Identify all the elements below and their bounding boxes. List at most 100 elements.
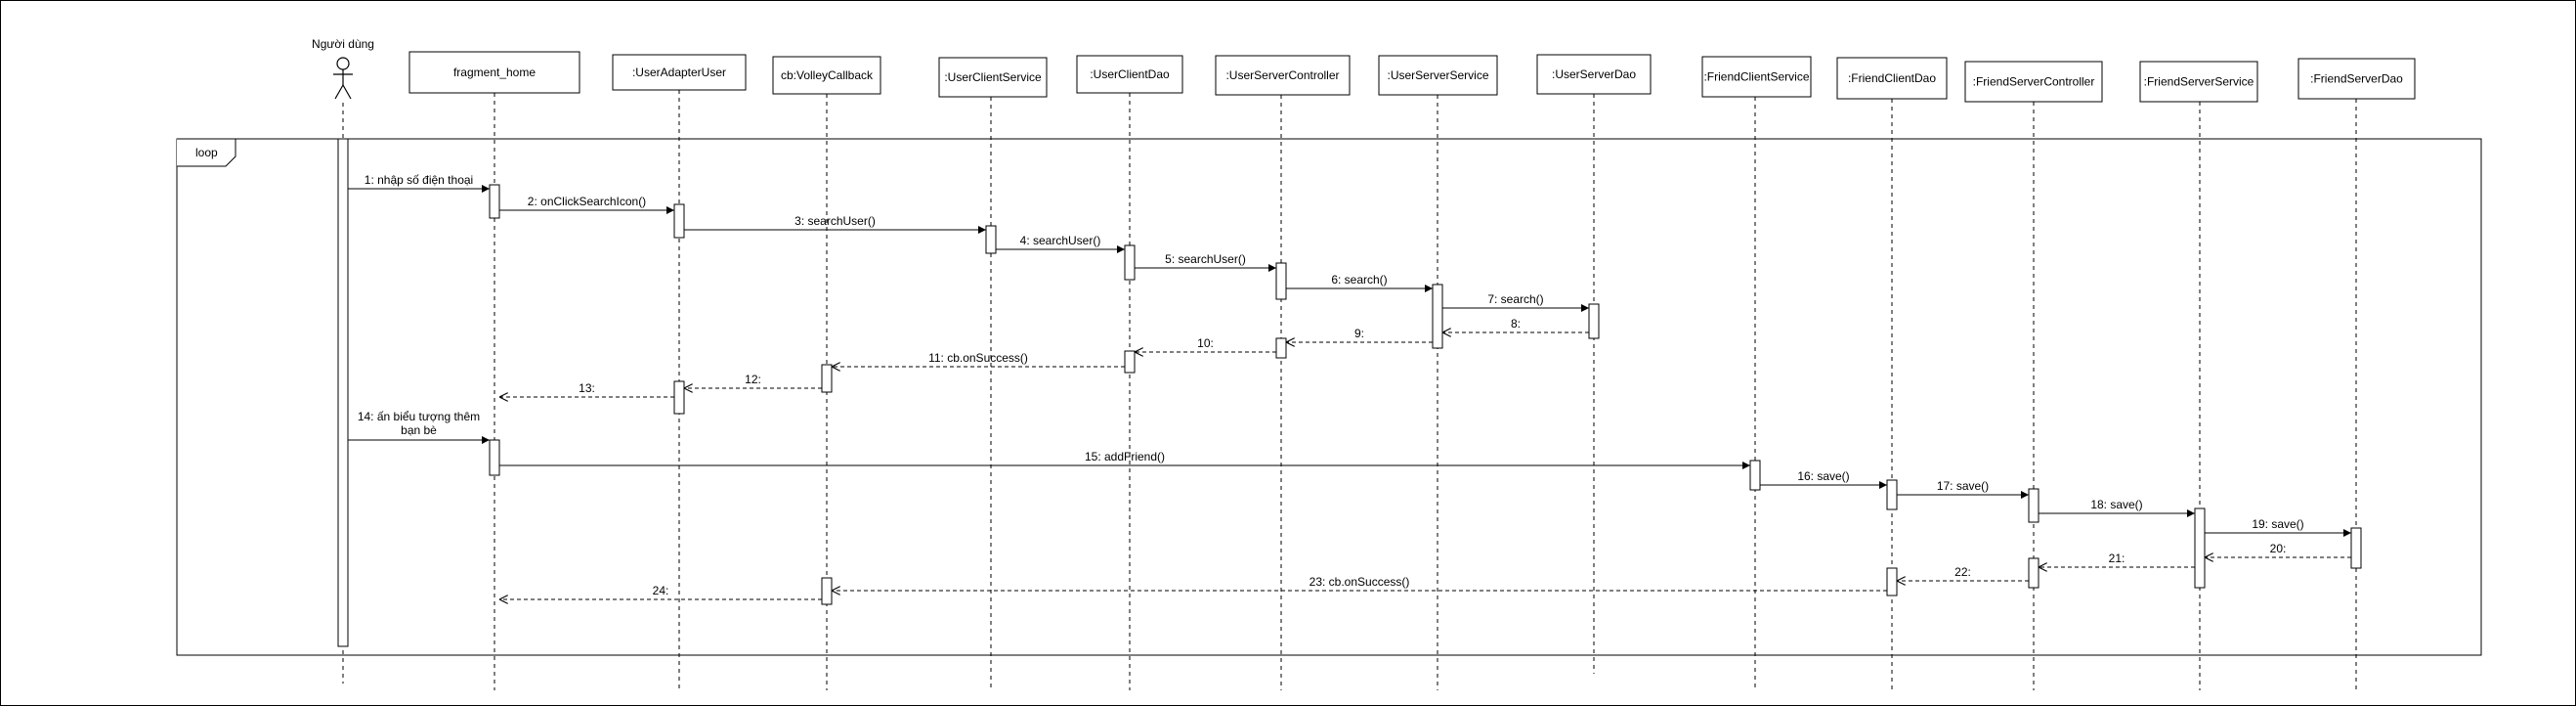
- message-8: 8:: [1442, 317, 1589, 332]
- participant-box: [772, 56, 881, 95]
- message-label: 21:: [2109, 552, 2125, 565]
- message-label: 11: cb.onSuccess(): [928, 351, 1028, 365]
- loop-fragment: loop: [176, 138, 2482, 656]
- message-label: 13:: [579, 381, 595, 395]
- message-label: 23: cb.onSuccess(): [1309, 575, 1410, 589]
- participant-UserClientDao: :UserClientDao: [1076, 55, 1183, 94]
- participant-box: [2297, 58, 2416, 100]
- message-12: 12:: [684, 373, 822, 388]
- activation-UserServerDao: [1588, 303, 1600, 339]
- participant-box: [1378, 55, 1498, 96]
- participant-box: [2139, 61, 2258, 103]
- participant-box: [1536, 54, 1652, 95]
- participant-name: :UserServerService: [1387, 68, 1488, 82]
- participant-fragment_home: fragment_home: [408, 51, 580, 94]
- message-label: 17: save(): [1937, 479, 1989, 493]
- participant-box: [1215, 55, 1351, 96]
- participant-name: :UserClientService: [944, 70, 1042, 84]
- participant-UserServerDao: :UserServerDao: [1536, 54, 1652, 95]
- message-7: 7: search(): [1442, 292, 1589, 312]
- message-20: 20:: [2205, 542, 2351, 557]
- participant-FriendServerService: :FriendServerService: [2139, 61, 2258, 103]
- activation-FriendServerController: [2028, 488, 2039, 523]
- participant-name: cb:VolleyCallback: [781, 68, 874, 82]
- participant-FriendClientService: :FriendClientService: [1701, 56, 1812, 98]
- message-label: 3: searchUser(): [794, 214, 876, 228]
- activation-user: [337, 138, 349, 647]
- participant-name: :UserClientDao: [1090, 67, 1170, 81]
- participant-name: :FriendClientService: [1703, 70, 1809, 84]
- message-2: 2: onClickSearchIcon(): [499, 195, 674, 214]
- message-label: 16: save(): [1797, 469, 1849, 483]
- actor-user: Người dùng: [312, 37, 374, 100]
- activation-UserAdapterUser: [673, 380, 685, 415]
- participant-UserClientService: :UserClientService: [938, 57, 1048, 98]
- participant-name: :FriendServerController: [1973, 75, 2095, 89]
- participant-FriendServerDao: :FriendServerDao: [2297, 58, 2416, 100]
- participant-box: [408, 51, 580, 94]
- participant-box: [1836, 57, 1948, 100]
- message-17: 17: save(): [1897, 479, 2029, 499]
- message-label: 22:: [1954, 565, 1971, 579]
- participant-name: :UserAdapterUser: [632, 66, 726, 79]
- message-9: 9:: [1286, 327, 1433, 342]
- message-label: 24:: [653, 584, 669, 597]
- activation-fragment_home: [489, 439, 500, 476]
- message-6: 6: search(): [1286, 273, 1433, 292]
- participant-UserAdapterUser: :UserAdapterUser: [612, 54, 747, 91]
- message-22: 22:: [1897, 565, 2029, 581]
- message-label: 5: searchUser(): [1165, 252, 1246, 266]
- message-label: 14: ấn biểu tượng thêm: [358, 410, 480, 423]
- message-4: 4: searchUser(): [996, 234, 1125, 253]
- message-label: 8:: [1511, 317, 1521, 331]
- participant-box: [938, 57, 1048, 98]
- activation-fragment_home: [489, 184, 500, 219]
- participant-UserServerService: :UserServerService: [1378, 55, 1498, 96]
- message-23: 23: cb.onSuccess(): [832, 575, 1887, 591]
- message-18: 18: save(): [2039, 498, 2195, 517]
- message-label: 20:: [2270, 542, 2287, 555]
- participant-name: :UserServerDao: [1552, 67, 1636, 81]
- activation-UserServerController: [1275, 337, 1287, 359]
- activation-FriendServerDao: [2350, 527, 2362, 569]
- participant-name: :FriendServerService: [2144, 75, 2254, 89]
- message-1: 1: nhập số điện thoại: [348, 173, 490, 193]
- message-label: 15: addFriend(): [1085, 450, 1165, 463]
- message-label: 19: save(): [2252, 517, 2303, 531]
- activation-UserClientService: [985, 225, 997, 254]
- message-24: 24:: [499, 584, 822, 599]
- activation-UserClientDao: [1124, 350, 1136, 374]
- participant-box: [1701, 56, 1812, 98]
- activation-FriendClientService: [1749, 460, 1761, 491]
- message-15: 15: addFriend(): [499, 450, 1750, 469]
- activation-UserAdapterUser: [673, 203, 685, 239]
- activation-FriendClientDao: [1886, 567, 1898, 596]
- actor-name: Người dùng: [312, 37, 374, 51]
- message-10: 10:: [1135, 336, 1276, 352]
- message-13: 13:: [499, 381, 674, 397]
- participant-VolleyCallback: cb:VolleyCallback: [772, 56, 881, 95]
- activation-UserClientDao: [1124, 244, 1136, 281]
- activation-FriendClientDao: [1886, 479, 1898, 510]
- participant-UserServerController: :UserServerController: [1215, 55, 1351, 96]
- message-label: 4: searchUser(): [1020, 234, 1101, 247]
- message-label: 1: nhập số điện thoại: [365, 173, 473, 187]
- activation-UserServerController: [1275, 262, 1287, 300]
- message-19: 19: save(): [2205, 517, 2351, 537]
- participant-name: fragment_home: [453, 66, 536, 79]
- participant-box: [612, 54, 747, 91]
- message-label: 2: onClickSearchIcon(): [528, 195, 646, 208]
- message-3: 3: searchUser(): [684, 214, 986, 234]
- message-label: 7: search(): [1487, 292, 1543, 306]
- message-label: 9:: [1354, 327, 1364, 340]
- participant-FriendClientDao: :FriendClientDao: [1836, 57, 1948, 100]
- message-11: 11: cb.onSuccess(): [832, 351, 1125, 367]
- activation-FriendServerController: [2028, 557, 2039, 589]
- message-label: bạn bè: [401, 423, 437, 437]
- participant-FriendServerController: :FriendServerController: [1964, 61, 2103, 103]
- message-label: 6: search(): [1331, 273, 1387, 287]
- participant-name: :FriendClientDao: [1848, 71, 1936, 85]
